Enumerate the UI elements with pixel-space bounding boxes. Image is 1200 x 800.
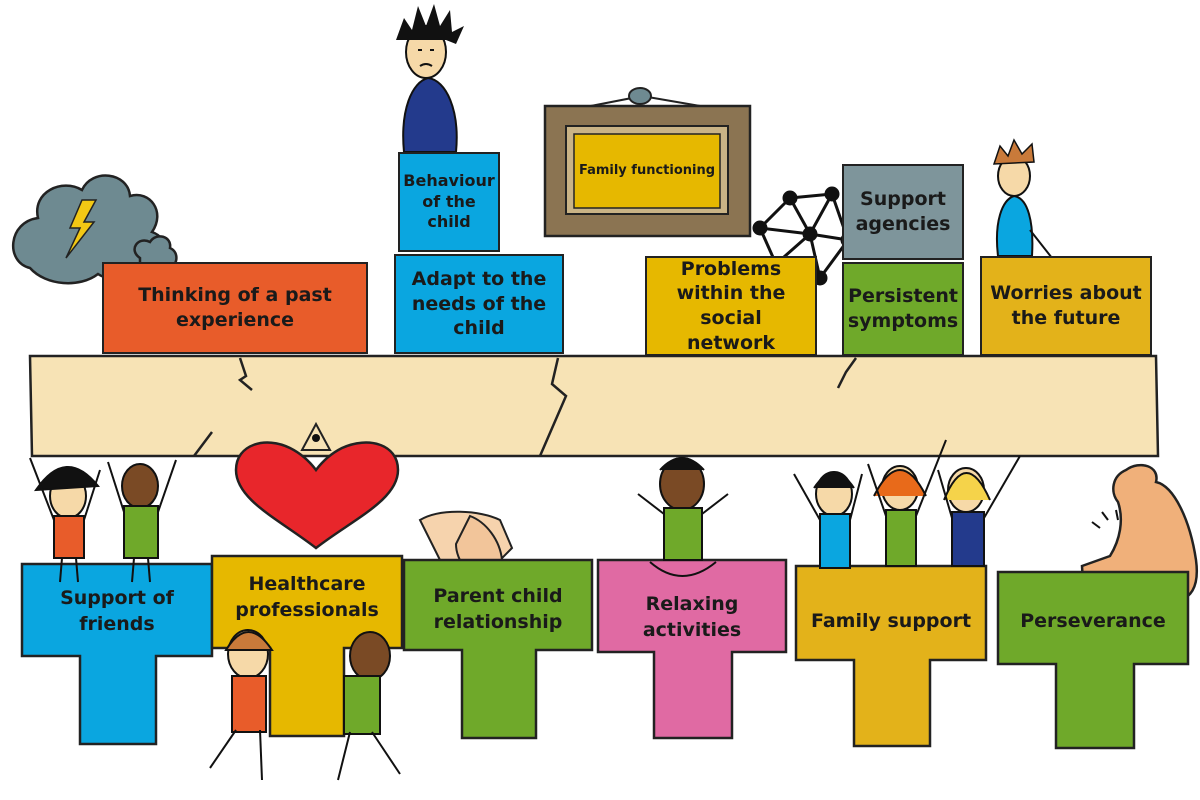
healthcare-figures bbox=[209, 629, 401, 781]
flexed-arm-icon bbox=[1080, 463, 1199, 602]
burden-label: Problems within the social network bbox=[676, 257, 786, 354]
burden-label: Thinking of a past experience bbox=[138, 284, 332, 331]
burden-label: Behaviour of the child bbox=[403, 170, 495, 232]
support-label: Perseverance bbox=[1020, 610, 1166, 633]
burden-label: Persistent symptoms bbox=[847, 285, 959, 332]
support-label: Relaxing activities bbox=[642, 593, 742, 641]
support-perseverance: Perseverance bbox=[998, 584, 1188, 660]
burden-support-agencies: Support agencies bbox=[842, 164, 964, 260]
burden-label: Support agencies bbox=[855, 188, 951, 235]
stressed-figure bbox=[396, 4, 464, 153]
support-label: Parent child relationship bbox=[433, 585, 563, 633]
heart-icon bbox=[234, 421, 400, 550]
support-label: Support of friends bbox=[60, 587, 174, 635]
worried-figure bbox=[992, 138, 1053, 259]
lightning-icon bbox=[65, 199, 98, 259]
burden-family-functioning: Family functioning bbox=[574, 134, 720, 208]
support-blocks bbox=[20, 554, 1190, 750]
support-label: Family support bbox=[810, 610, 972, 633]
burden-worries-future: Worries about the future bbox=[980, 256, 1152, 356]
balance-beam bbox=[28, 354, 1160, 458]
burden-social-network: Problems within the social network bbox=[645, 256, 817, 356]
support-family: Family support bbox=[796, 584, 986, 660]
burden-persistent-symptoms: Persistent symptoms bbox=[842, 262, 964, 356]
family-figures bbox=[793, 439, 1021, 569]
support-healthcare: Healthcare professionals bbox=[212, 560, 402, 636]
burden-label: Adapt to the needs of the child bbox=[411, 267, 547, 340]
picture-frame-icon bbox=[543, 87, 752, 238]
support-label: Healthcare professionals bbox=[235, 573, 379, 621]
burden-label: Worries about the future bbox=[990, 282, 1142, 329]
burden-label: Family functioning bbox=[578, 163, 716, 179]
support-friends: Support of friends bbox=[22, 570, 212, 654]
burden-past-experience: Thinking of a past experience bbox=[102, 262, 368, 354]
burden-behaviour-child: Behaviour of the child bbox=[398, 152, 500, 252]
support-relaxing: Relaxing activities bbox=[598, 580, 786, 656]
friend-figures bbox=[29, 457, 177, 583]
support-parent-child: Parent child relationship bbox=[404, 572, 592, 648]
relaxing-figure bbox=[637, 457, 729, 577]
burden-adapt-needs: Adapt to the needs of the child bbox=[394, 254, 564, 354]
